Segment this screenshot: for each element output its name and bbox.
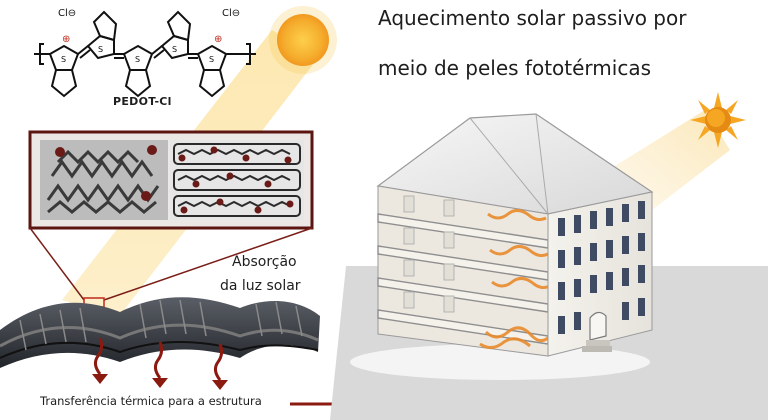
title-line-2: meio de peles fototérmicas — [378, 56, 652, 80]
photothermal-fabric — [0, 297, 320, 368]
heat-transfer-label: Transferência térmica para a estrutura — [40, 394, 262, 408]
absorption-label-line-1: Absorção — [232, 254, 297, 270]
small-sun-icon — [690, 92, 746, 148]
molecule-atom-labels: S S S S S — [61, 45, 214, 64]
building — [330, 113, 768, 420]
sulfur-atom-label: S — [209, 55, 214, 64]
sun-icon — [269, 6, 337, 74]
positive-charges: ⊕ ⊕ — [62, 34, 222, 45]
sulfur-atom-label: S — [61, 55, 66, 64]
sulfur-atom-label: S — [135, 55, 140, 64]
molecule-name-label: PEDOT-Cl — [113, 95, 172, 108]
chloride-ion-label: Cl⊖ — [58, 8, 76, 19]
positive-charge-icon: ⊕ — [214, 34, 222, 45]
heat-arrows — [93, 337, 224, 381]
microstructure-inset — [28, 130, 314, 230]
counter-ions: Cl⊖ Cl⊖ — [58, 8, 240, 19]
sulfur-atom-label: S — [98, 45, 103, 54]
zoom-lines — [29, 227, 313, 301]
positive-charge-icon: ⊕ — [62, 34, 70, 45]
chloride-ion-label: Cl⊖ — [222, 8, 240, 19]
sulfur-atom-label: S — [172, 45, 177, 54]
building-door — [582, 311, 612, 352]
absorption-label-line-2: da luz solar — [220, 278, 301, 294]
heat-arrowheads — [92, 374, 228, 390]
title-line-1: Aquecimento solar passivo por — [378, 6, 687, 30]
pedot-cl-structure — [34, 10, 256, 98]
